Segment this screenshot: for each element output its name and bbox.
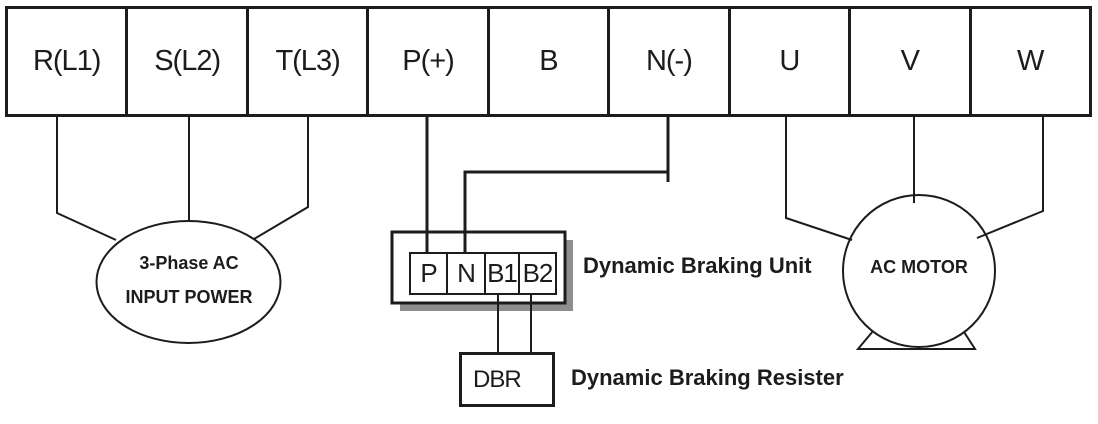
dbu-terminal-n: N	[446, 254, 484, 293]
terminal-strip: R(L1) S(L2) T(L3) P(+) B N(-) U V W	[5, 6, 1092, 117]
terminal-s-l2: S(L2)	[125, 9, 245, 114]
terminal-p-plus: P(+)	[366, 9, 486, 114]
dbu-terminal-b1: B1	[484, 254, 518, 293]
terminal-u: U	[727, 9, 848, 114]
wire-r	[56, 115, 117, 241]
dbu-terminal-b2: B2	[518, 254, 555, 293]
terminal-t-l3: T(L3)	[245, 9, 366, 114]
power-source-line2: INPUT POWER	[125, 287, 253, 307]
dbr-box-label: DBR	[473, 365, 522, 393]
dbu-label: Dynamic Braking Unit	[583, 253, 812, 278]
terminal-w: W	[968, 9, 1089, 114]
dbu-terminal-p: P	[420, 258, 437, 288]
wire-u	[785, 115, 853, 241]
power-source-line1: 3-Phase AC	[139, 253, 239, 273]
power-source-label: 3-Phase AC INPUT POWER	[98, 246, 280, 314]
dbr-box: DBR	[459, 352, 555, 407]
terminal-n-minus: N(-)	[607, 9, 727, 114]
dbr-label: Dynamic Braking Resister	[571, 365, 844, 390]
terminal-v: V	[848, 9, 968, 114]
motor-circle	[842, 194, 996, 348]
terminal-b: B	[486, 9, 607, 114]
terminal-r-l1: R(L1)	[32, 45, 102, 77]
wire-t	[253, 115, 309, 240]
wire-n	[463, 115, 670, 258]
power-source-ellipse	[95, 220, 282, 344]
wire-w	[976, 115, 1044, 239]
dbu-terminal-strip: P N B1 B2	[409, 252, 557, 295]
motor-label: AC MOTOR	[870, 257, 968, 277]
